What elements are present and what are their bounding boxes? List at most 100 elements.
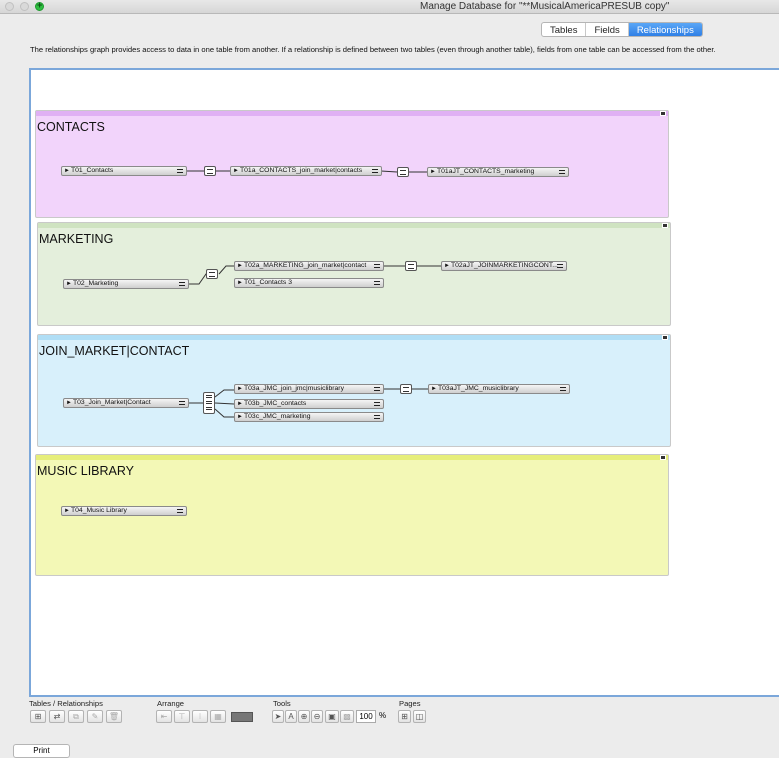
group-collapse-icon[interactable] — [660, 111, 666, 116]
tab-fields[interactable]: Fields — [586, 23, 629, 36]
group-marketing-title: MARKETING — [39, 232, 114, 246]
bottom-toolbar: Tables / Relationships ⊞ ⇄ ⧉ ✎ 🗑 Arrange… — [29, 699, 779, 739]
table-occurrence-t03c[interactable]: ► T03c_JMC_marketing — [234, 412, 384, 422]
table-occurrence-t03a[interactable]: ► T03a_JMC_join_jmc|musiclibrary — [234, 384, 384, 394]
group-collapse-icon[interactable] — [660, 455, 666, 460]
disclosure-arrow-icon[interactable]: ► — [66, 400, 72, 406]
print-button[interactable]: Print — [13, 744, 70, 758]
group-collapse-icon[interactable] — [662, 223, 668, 228]
disclosure-arrow-icon[interactable]: ► — [64, 508, 70, 514]
collapse-icon[interactable] — [374, 402, 380, 406]
fit-view-icon[interactable]: ▣ — [325, 710, 339, 723]
zoom-window-button[interactable] — [35, 0, 44, 11]
table-name: T02a_MARKETING_join_market|contact — [244, 262, 367, 269]
collapse-icon[interactable] — [374, 415, 380, 419]
disclosure-arrow-icon[interactable]: ► — [237, 263, 243, 269]
color-swatch[interactable] — [231, 712, 253, 722]
edit-icon[interactable]: ✎ — [87, 710, 103, 723]
collapse-icon[interactable] — [374, 387, 380, 391]
zoom-level-field[interactable]: 100 — [356, 710, 376, 723]
collapse-icon[interactable] — [374, 281, 380, 285]
collapse-icon[interactable] — [177, 169, 183, 173]
zoom-in-icon[interactable]: ⊕ — [298, 710, 310, 723]
table-name: T04_Music Library — [71, 507, 127, 514]
collapse-icon[interactable] — [372, 169, 378, 173]
disclosure-arrow-icon[interactable]: ► — [66, 281, 72, 287]
pointer-icon[interactable]: ➤ — [272, 710, 284, 723]
zoom-out-icon[interactable]: ⊖ — [311, 710, 323, 723]
disclosure-arrow-icon[interactable]: ► — [431, 386, 437, 392]
relationships-graph-canvas[interactable]: CONTACTS MARKETING JOIN_MARKET|CONTACT M… — [29, 68, 779, 697]
table-name: T03a_JMC_join_jmc|musiclibrary — [244, 385, 344, 392]
relationship-multi-icon[interactable] — [203, 392, 215, 414]
collapse-icon[interactable] — [557, 264, 563, 268]
table-name: T02aJT_JOINMARKETINGCONT... — [451, 262, 558, 269]
table-occurrence-t01-contacts-3[interactable]: ► T01_Contacts 3 — [234, 278, 384, 288]
disclosure-arrow-icon[interactable]: ► — [237, 401, 243, 407]
table-occurrence-t02[interactable]: ► T02_Marketing — [63, 279, 189, 289]
table-occurrence-t02a[interactable]: ► T02a_MARKETING_join_market|contact — [234, 261, 384, 271]
disclosure-arrow-icon[interactable]: ► — [237, 386, 243, 392]
relationship-icon[interactable] — [204, 166, 216, 176]
pages-label: Pages — [399, 699, 421, 708]
relationship-icon[interactable] — [400, 384, 412, 394]
table-occurrence-t02ajt[interactable]: ► T02aJT_JOINMARKETINGCONT... — [441, 261, 567, 271]
table-name: T03aJT_JMC_musiclibrary — [438, 385, 519, 392]
relationship-icon[interactable] — [405, 261, 417, 271]
table-occurrence-t03[interactable]: ► T03_Join_Market|Contact — [63, 398, 189, 408]
disclosure-arrow-icon[interactable]: ► — [237, 414, 243, 420]
group-contacts[interactable]: CONTACTS — [35, 110, 669, 218]
align-left-icon[interactable]: ⇤ — [156, 710, 172, 723]
resize-icon[interactable]: ▦ — [210, 710, 226, 723]
distribute-icon[interactable]: ⁝ — [192, 710, 208, 723]
table-name: T01a_CONTACTS_join_market|contacts — [240, 167, 363, 174]
zoom-percent-label: % — [379, 711, 387, 720]
group-collapse-icon[interactable] — [662, 335, 668, 340]
group-join-bar — [38, 335, 670, 340]
table-occurrence-t03ajt[interactable]: ► T03aJT_JMC_musiclibrary — [428, 384, 570, 394]
table-occurrence-t03b[interactable]: ► T03b_JMC_contacts — [234, 399, 384, 409]
group-marketing[interactable]: MARKETING — [37, 222, 671, 326]
disclosure-arrow-icon[interactable]: ► — [64, 168, 70, 174]
disclosure-arrow-icon[interactable]: ► — [430, 169, 436, 175]
text-tool-icon[interactable]: A — [285, 710, 297, 723]
add-relationship-icon[interactable]: ⇄ — [49, 710, 65, 723]
table-name: T02_Marketing — [73, 280, 119, 287]
collapse-icon[interactable] — [374, 264, 380, 268]
duplicate-icon[interactable]: ⧉ — [68, 710, 84, 723]
delete-icon[interactable]: 🗑 — [106, 710, 122, 723]
minimize-window-button[interactable] — [20, 2, 29, 11]
table-name: T01_Contacts — [71, 167, 114, 174]
relationship-icon[interactable] — [206, 269, 218, 279]
align-top-icon[interactable]: ⊤ — [174, 710, 190, 723]
page-setup-icon[interactable]: ◫ — [413, 710, 426, 723]
disclosure-arrow-icon[interactable]: ► — [444, 263, 450, 269]
tab-relationships[interactable]: Relationships — [628, 23, 702, 36]
table-occurrence-t01a[interactable]: ► T01a_CONTACTS_join_market|contacts — [230, 166, 382, 176]
add-table-icon[interactable]: ⊞ — [30, 710, 46, 723]
table-name: T03b_JMC_contacts — [244, 400, 307, 407]
tab-bar: Tables Fields Relationships — [541, 22, 703, 37]
disclosure-arrow-icon[interactable]: ► — [233, 168, 239, 174]
close-window-button[interactable] — [5, 2, 14, 11]
relationships-description: The relationships graph provides access … — [30, 45, 716, 54]
table-occurrence-t01ajt[interactable]: ► T01aJT_CONTACTS_marketing — [427, 167, 569, 177]
table-occurrence-t01[interactable]: ► T01_Contacts — [61, 166, 187, 176]
page-grid-icon[interactable]: ⊞ — [398, 710, 411, 723]
group-music-title: MUSIC LIBRARY — [37, 464, 135, 478]
collapse-icon[interactable] — [179, 401, 185, 405]
collapse-icon[interactable] — [560, 387, 566, 391]
table-name: T03_Join_Market|Contact — [73, 399, 151, 406]
table-occurrence-t04[interactable]: ► T04_Music Library — [61, 506, 187, 516]
tools-label: Tools — [273, 699, 291, 708]
group-join-title: JOIN_MARKET|CONTACT — [39, 344, 190, 358]
collapse-icon[interactable] — [177, 509, 183, 513]
collapse-icon[interactable] — [559, 170, 565, 174]
group-contacts-bar — [36, 111, 668, 116]
disclosure-arrow-icon[interactable]: ► — [237, 280, 243, 286]
table-name: T03c_JMC_marketing — [244, 413, 311, 420]
collapse-icon[interactable] — [179, 282, 185, 286]
relationship-icon[interactable] — [397, 167, 409, 177]
page-view-icon[interactable]: ▩ — [340, 710, 354, 723]
tab-tables[interactable]: Tables — [542, 23, 587, 36]
